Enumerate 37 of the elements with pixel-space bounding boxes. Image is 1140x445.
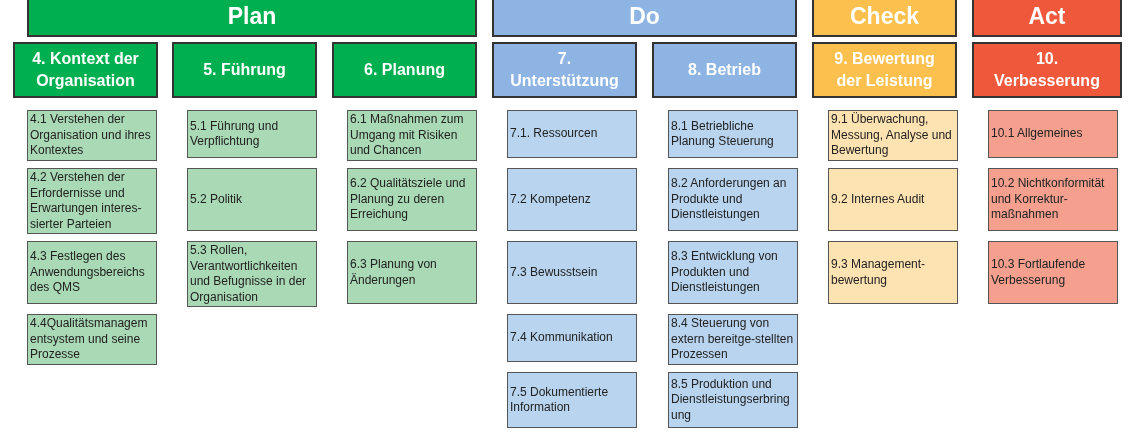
clause-box: 6.1 Maßnahmen zum Umgang mit Risiken und Chancen: [347, 110, 477, 161]
clause-box: 4.4Qualitätsmanagem entsystem und seine Prozesse: [27, 314, 157, 365]
clause-box: 10.2 Nichtkonformität und Korrektur- maßnahmen: [988, 168, 1118, 231]
clause-box: 5.3 Rollen, Verantwortlichkeiten und Befugnisse in der Organisation: [187, 241, 317, 307]
clause-box: 9.2 Internes Audit: [828, 168, 958, 231]
phase-header: Check: [812, 0, 957, 37]
clause-box: 6.2 Qualitätsziele und Planung zu deren Erreichung: [347, 168, 477, 231]
clause-box: 7.2 Kompetenz: [507, 168, 637, 231]
clause-box: 4.1 Verstehen der Organisation und ihres Kontextes: [27, 110, 157, 161]
clause-box: 8.1 Betriebliche Planung Steuerung: [668, 110, 798, 158]
clause-box: 8.2 Anforderungen an Produkte und Dienstleistungen: [668, 168, 798, 231]
section-header: 7. Unterstützung: [492, 42, 637, 98]
clause-box: 10.3 Fortlaufende Verbesserung: [988, 241, 1118, 304]
section-header: 4. Kontext der Organisation: [13, 42, 158, 98]
clause-box: 8.4 Steuerung von extern bereitge-stellten Prozessen: [668, 314, 798, 365]
section-header: 6. Planung: [332, 42, 477, 98]
clause-box: 5.2 Politik: [187, 168, 317, 231]
clause-box: 8.3 Entwicklung von Produkten und Dienstleistungen: [668, 241, 798, 304]
clause-box: 7.5 Dokumentierte Information: [507, 372, 637, 428]
clause-box: 7.1. Ressourcen: [507, 110, 637, 158]
clause-box: 9.3 Management- bewertung: [828, 241, 958, 304]
phase-header: Do: [492, 0, 797, 37]
section-header: 9. Bewertung der Leistung: [812, 42, 957, 98]
section-header: 5. Führung: [172, 42, 317, 98]
clause-box: 9.1 Überwachung, Messung, Analyse und Bewertung: [828, 110, 958, 161]
section-header: 8. Betrieb: [652, 42, 797, 98]
phase-header: Act: [972, 0, 1122, 37]
section-header: 10. Verbesserung: [972, 42, 1122, 98]
phase-header: Plan: [27, 0, 477, 37]
clause-box: 7.3 Bewusstsein: [507, 241, 637, 304]
clause-box: 6.3 Planung von Änderungen: [347, 241, 477, 304]
clause-box: 10.1 Allgemeines: [988, 110, 1118, 158]
clause-box: 4.3 Festlegen des Anwendungsbereichs des QMS: [27, 241, 157, 304]
clause-box: 8.5 Produktion und Dienstleistungserbring ung: [668, 372, 798, 428]
clause-box: 7.4 Kommunikation: [507, 314, 637, 362]
clause-box: 5.1 Führung und Verpflichtung: [187, 110, 317, 158]
clause-box: 4.2 Verstehen der Erfordernisse und Erwartungen interes- sierter Parteien: [27, 168, 157, 234]
